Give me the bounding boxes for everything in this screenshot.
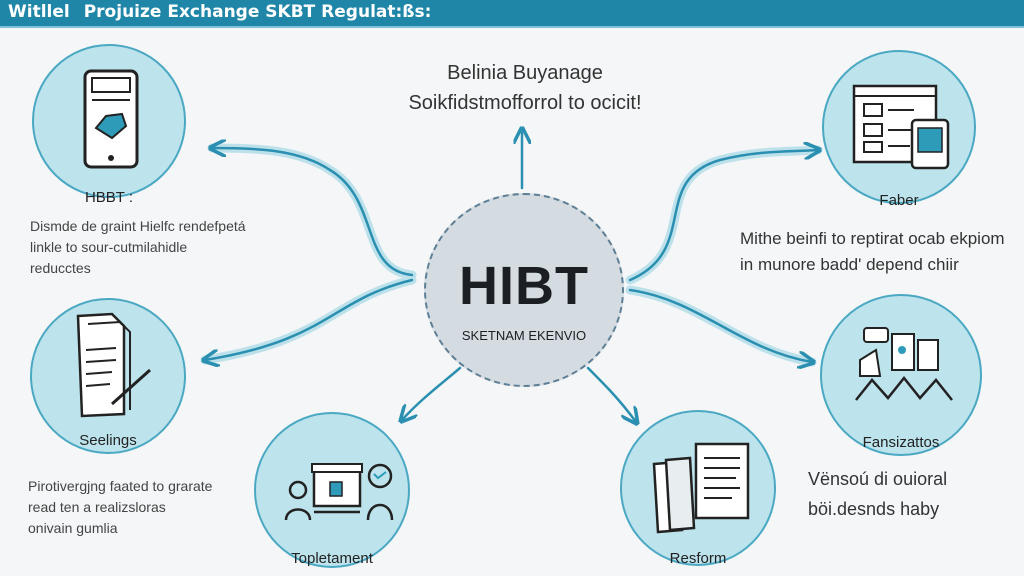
desc-right-top-line2: in munore badd' depend chiir — [740, 255, 959, 274]
documents-icon — [76, 312, 152, 418]
central-hub: HIBT SKETNAM EKENVIO — [424, 193, 624, 387]
desc-right-top-line1: Mithe beinfi to reptirat ocab ekpiom — [740, 229, 1005, 248]
top-annotation-line1: Belinia Buyanage — [447, 62, 603, 84]
desc-top-left-line2: linkle to sour-cutmilahidle — [30, 239, 188, 255]
top-annotation-line2: Soikfidstmofforrol to ocicit! — [408, 92, 642, 114]
charts-icon — [855, 327, 953, 401]
kiosk-people-icon — [284, 463, 394, 521]
node-mid-left-label: Seelings — [79, 432, 137, 449]
arrow-to-top-left — [212, 148, 414, 277]
smartphone-icon — [83, 69, 139, 169]
hub-subtitle: SKETNAM EKENVIO — [461, 328, 587, 343]
node-mid-right: Fansizattos — [820, 294, 982, 456]
desc-mid-left: Pirotivergjng faated to grarate read ten… — [28, 476, 212, 539]
arrow-to-mid-left — [205, 278, 414, 360]
node-mid-left: Seelings — [30, 298, 186, 454]
title-bar: Witllel Projuize Exchange SKBT Regulat:ßs… — [0, 0, 1024, 26]
dashboard-monitor-icon — [852, 84, 950, 170]
desc-right-top: Mithe beinfi to reptirat ocab ekpiom in … — [740, 226, 1005, 278]
desc-mid-left-line3: onivain gumlia — [28, 520, 118, 536]
title-main: Projuize Exchange SKBT Regulat:ßs: — [83, 2, 432, 22]
node-mid-right-label: Fansizattos — [862, 434, 940, 451]
header-underline — [0, 26, 1024, 28]
page-title: Witllel Projuize Exchange SKBT Regulat:ßs… — [8, 2, 431, 22]
desc-top-left-line3: reducctes — [30, 260, 91, 276]
files-stack-icon — [652, 442, 750, 534]
desc-right-bottom: Vënsoú di ouioral böi.desnds haby — [808, 464, 947, 524]
node-bottom-right-label: Resform — [669, 550, 727, 567]
glow-to-mid-left — [200, 275, 417, 365]
node-top-left-label: HBBT : — [84, 189, 134, 206]
desc-mid-left-line1: Pirotivergjng faated to grarate — [28, 478, 213, 494]
arrow-to-bottom-left — [402, 366, 462, 420]
desc-right-bottom-line1: Vënsoú di ouioral — [808, 469, 948, 489]
desc-right-bottom-line2: böi.desnds haby — [808, 499, 940, 519]
desc-mid-left-line2: read ten a realizsloras — [28, 499, 166, 515]
node-bottom-left-label: Topletament — [291, 550, 373, 567]
node-bottom-left: Topletament — [254, 412, 410, 568]
arrow-to-bottom-right — [586, 366, 636, 422]
desc-top-left-line1: Dismde de graint Hielfc rendefpetá — [30, 218, 246, 234]
desc-top-left: Dismde de graint Hielfc rendefpetá linkl… — [30, 216, 246, 279]
node-top-right: Faber — [822, 50, 976, 209]
arrow-to-mid-right — [628, 288, 812, 362]
top-annotation: Belinia Buyanage Soikfidstmofforrol to o… — [360, 58, 690, 118]
node-top-right-label: Faber — [879, 192, 919, 209]
arrow-to-top-right — [628, 150, 818, 282]
title-prefix: Witllel — [8, 2, 70, 22]
hub-title: HIBT — [459, 256, 589, 316]
node-bottom-right: Resform — [620, 410, 776, 567]
node-top-left: HBBT : — [32, 44, 186, 206]
